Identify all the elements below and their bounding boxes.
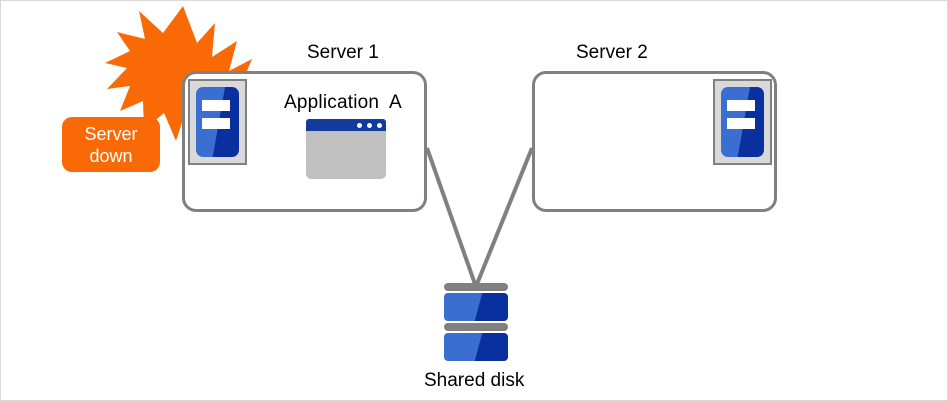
server-tower-icon-body (721, 87, 764, 157)
disk-platter-1 (444, 293, 508, 321)
disk-platter-2 (444, 333, 508, 361)
server-down-badge[interactable]: Server down (62, 117, 160, 172)
server2-title: Server 2 (576, 42, 648, 63)
server-down-line1: Server (84, 123, 138, 144)
application-window-titlebar (306, 119, 386, 131)
server-tower-icon-bar-bottom (202, 117, 231, 129)
disk-cap-middle (444, 323, 508, 331)
window-dot-icon-3 (377, 122, 382, 128)
application-window-body (306, 131, 386, 179)
application-window-icon (306, 119, 386, 179)
server-tower-icon-body (196, 87, 239, 157)
connector-server1-to-disk (425, 147, 477, 285)
window-dot-icon-1 (357, 122, 362, 128)
server-down-line2: down (89, 145, 133, 166)
server-tower-icon (188, 79, 247, 165)
application-a-label: Application A (284, 92, 402, 113)
server-tower-icon (713, 79, 772, 165)
server-tower-icon-bar-bottom (727, 117, 756, 129)
shared-disk-label: Shared disk (424, 370, 525, 391)
server-tower-icon-bar-top (202, 100, 231, 112)
server-tower-icon-bar-top (727, 100, 756, 112)
disk-cap-top (444, 283, 508, 291)
connector-server2-to-disk (475, 147, 534, 285)
disk-stack-icon (444, 283, 508, 364)
server1-title: Server 1 (307, 42, 379, 63)
window-dot-icon-2 (367, 122, 372, 128)
